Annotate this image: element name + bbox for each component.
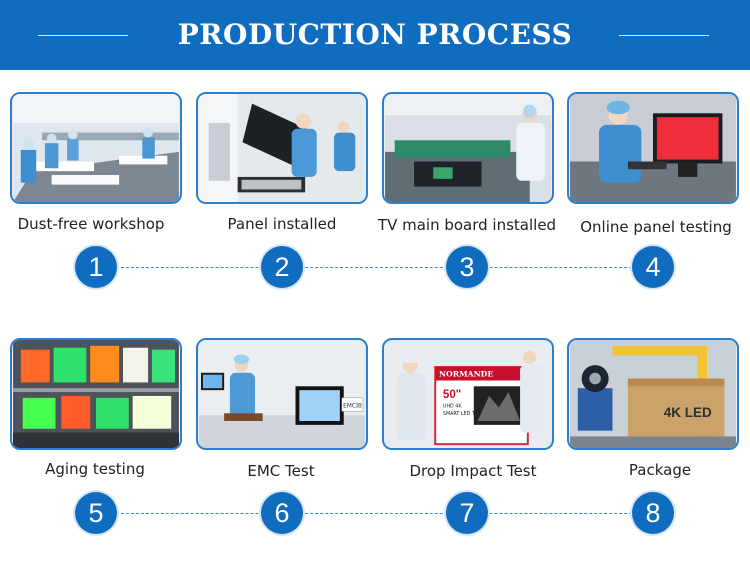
step-7-badge: 7	[446, 492, 488, 534]
step-connector-row-1	[96, 267, 652, 268]
header-banner: PRODUCTION PROCESS	[0, 0, 750, 70]
step-4-label: Online panel testing	[580, 218, 732, 236]
box-label-text: 4K LED	[664, 405, 712, 420]
step-1-badge: 1	[75, 246, 117, 288]
step-8-badge: 8	[632, 492, 674, 534]
step-6-badge: 6	[261, 492, 303, 534]
step-8-label: Package	[628, 461, 692, 479]
photo-panel-installed	[196, 92, 368, 204]
photo-emc-test: EMC测	[196, 338, 368, 450]
step-5-badge: 5	[75, 492, 117, 534]
emc-sign-text: EMC测	[343, 402, 362, 410]
step-6-label: EMC Test	[247, 462, 315, 480]
header-rule-right	[619, 35, 709, 36]
photo-aging-testing	[10, 338, 182, 450]
box-model-text-1: UHD 4K	[443, 404, 462, 410]
step-2-badge: 2	[261, 246, 303, 288]
step-4-badge: 4	[632, 246, 674, 288]
box-model-text-2: SMART LED TV	[443, 411, 479, 417]
photo-main-board-installed	[382, 92, 554, 204]
step-3-badge: 3	[446, 246, 488, 288]
page-title: PRODUCTION PROCESS	[177, 18, 573, 51]
box-brand-text: NORMANDE	[439, 370, 493, 379]
photo-package: 4K LED	[567, 338, 739, 450]
step-2-label: Panel installed	[227, 215, 337, 233]
photo-drop-impact-test: NORMANDE 50" UHD 4K SMART LED TV	[382, 338, 554, 450]
photo-dust-free-workshop	[10, 92, 182, 204]
box-size-text: 50"	[443, 389, 461, 401]
step-3-label: TV main board installed	[377, 216, 557, 234]
step-5-label: Aging testing	[45, 460, 145, 478]
photo-online-panel-testing	[567, 92, 739, 204]
step-1-label: Dust-free workshop	[17, 215, 165, 233]
step-connector-row-2	[96, 513, 652, 514]
header-rule-left	[38, 35, 128, 36]
step-7-label: Drop Impact Test	[409, 462, 537, 480]
